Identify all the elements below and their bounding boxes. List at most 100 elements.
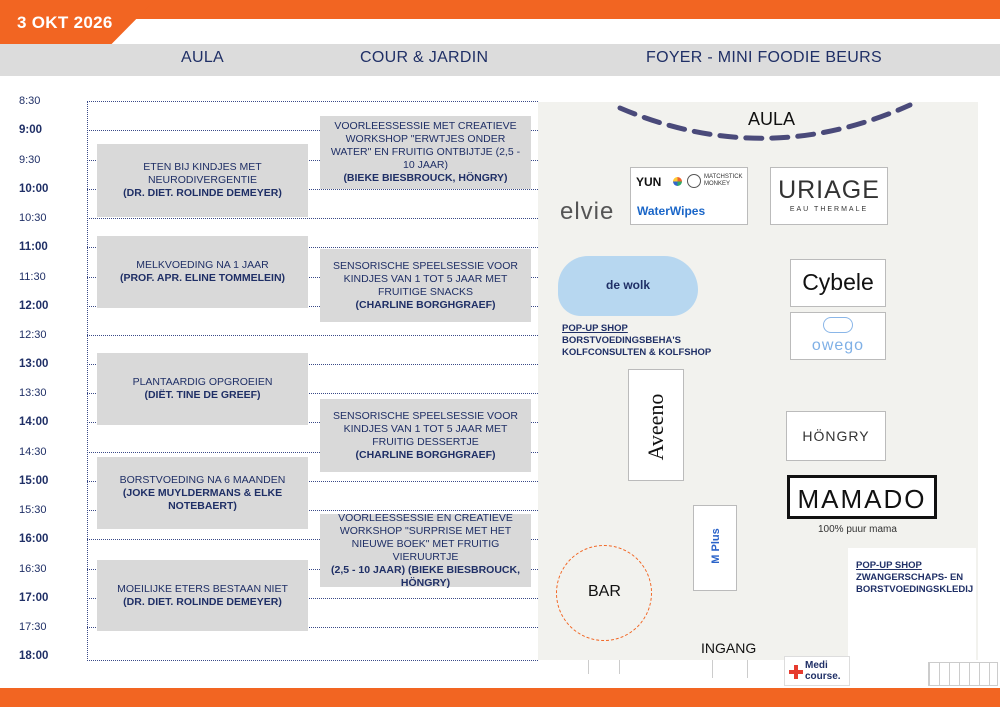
session-card-aula[interactable]: ETEN BIJ KINDJES MET NEURODIVERGENTIE (D… bbox=[97, 144, 308, 217]
session-title: PLANTAARDIG OPGROEIEN bbox=[132, 376, 273, 388]
session-card-aula[interactable]: MELKVOEDING NA 1 JAAR (PROF. APR. ELINE … bbox=[97, 236, 308, 308]
session-title: MELKVOEDING NA 1 JAAR bbox=[136, 259, 269, 271]
time-label: 10:00 bbox=[19, 183, 49, 195]
time-label: 18:00 bbox=[19, 650, 49, 662]
grid-line bbox=[87, 393, 538, 394]
time-label: 16:30 bbox=[19, 563, 47, 575]
grid-line bbox=[87, 364, 538, 365]
session-speaker: (PROF. APR. ELINE TOMMELEIN) bbox=[119, 272, 286, 284]
bottom-accent-bar bbox=[0, 688, 1000, 707]
plus-icon bbox=[789, 665, 803, 679]
session-speaker: (JOKE MUYLDERMANS & ELKE NOTEBAERT) bbox=[122, 486, 283, 512]
grid-line bbox=[87, 627, 538, 628]
popup-shop-kledij: POP-UP SHOP ZWANGERSCHAPS- EN BORSTVOEDI… bbox=[856, 560, 973, 596]
grid-line bbox=[87, 101, 538, 102]
time-label: 9:30 bbox=[19, 154, 41, 166]
session-speaker: (DR. DIET. ROLINDE DEMEYER) bbox=[123, 187, 282, 199]
time-label: 13:30 bbox=[19, 387, 47, 399]
time-label: 17:30 bbox=[19, 621, 47, 633]
stand-aveeno[interactable]: Aveeno bbox=[628, 369, 684, 481]
cloud-icon bbox=[823, 317, 853, 333]
stand-mamado[interactable]: MAMADO bbox=[787, 475, 937, 519]
session-title: ETEN BIJ KINDJES MET NEURODIVERGENTIE bbox=[143, 161, 262, 186]
aula-arc-marker bbox=[617, 102, 913, 141]
brand-cybele: Cybele bbox=[802, 269, 874, 295]
column-foyer: FOYER - MINI FOODIE BEURS bbox=[646, 49, 882, 66]
brand-matchstick-monkey: MATCHSTICK MONKEY bbox=[704, 174, 743, 187]
time-label: 11:30 bbox=[19, 271, 46, 283]
session-speaker: (DIËT. TINE DE GREEF) bbox=[144, 389, 261, 401]
brand-mamado: MAMADO bbox=[797, 484, 927, 514]
time-label: 16:00 bbox=[19, 533, 49, 545]
brand-mamado-tagline: 100% puur mama bbox=[818, 524, 897, 535]
time-label: 13:00 bbox=[19, 358, 49, 370]
session-card-aula[interactable]: BORSTVOEDING NA 6 MAANDEN (JOKE MUYLDERM… bbox=[97, 457, 308, 529]
grid-line bbox=[87, 598, 538, 599]
session-speaker: (CHARLINE BORGHGRAEF) bbox=[355, 448, 496, 461]
session-title: MOEILIJKE ETERS BESTAAN NIET bbox=[117, 582, 288, 595]
brand-elvie: elvie bbox=[560, 198, 615, 225]
popup-line: KOLFCONSULTEN & KOLFSHOP bbox=[562, 347, 712, 358]
session-title: SENSORISCHE SPEELSESSIE VOOR KINDJES VAN… bbox=[333, 409, 518, 448]
time-label: 9:00 bbox=[19, 124, 43, 136]
popup-line: BORSTVOEDINGSBEHA'S bbox=[562, 335, 681, 346]
brand-uriage-subtitle: EAU THERMALE bbox=[789, 206, 869, 213]
stand-m-plus[interactable]: M Plus bbox=[693, 505, 737, 591]
session-speaker: (CHARLINE BORGHGRAEF) bbox=[355, 298, 496, 311]
grid-line bbox=[87, 189, 538, 190]
grid-line bbox=[87, 218, 538, 219]
brand-hongry: HÖNGRY bbox=[802, 428, 870, 444]
time-label: 8:30 bbox=[19, 95, 41, 107]
stand-uriage[interactable]: URIAGE EAU THERMALE bbox=[770, 167, 888, 225]
stand-owego[interactable]: owego bbox=[790, 312, 886, 360]
grid-line bbox=[87, 510, 538, 511]
grid-line bbox=[87, 160, 538, 161]
time-label: 15:00 bbox=[19, 475, 49, 487]
grid-line bbox=[87, 660, 538, 661]
door-mark bbox=[588, 660, 620, 674]
time-label: 15:30 bbox=[19, 504, 47, 516]
column-aula: AULA bbox=[181, 49, 224, 66]
grid-line bbox=[87, 452, 538, 453]
session-speaker: (BIEKE BIESBROUCK, HÖNGRY) bbox=[343, 172, 508, 184]
session-card-cour[interactable]: VOORLEESSESSIE MET CREATIEVE WORKSHOP "E… bbox=[320, 116, 531, 189]
bar-area bbox=[556, 545, 652, 641]
stand-yun-waterwipes[interactable]: YUN MATCHSTICK MONKEY WaterWipes bbox=[630, 167, 748, 225]
session-speaker: (2,5 - 10 JAAR) (BIEKE BIESBROUCK, HÖNGR… bbox=[330, 563, 521, 589]
column-header-bar bbox=[0, 44, 1000, 76]
grid-line bbox=[87, 422, 538, 423]
grid-line bbox=[87, 335, 538, 336]
stand-cybele[interactable]: Cybele bbox=[790, 259, 886, 307]
brand-uriage: URIAGE bbox=[778, 176, 880, 204]
time-label: 17:00 bbox=[19, 592, 49, 604]
door-mark bbox=[712, 660, 748, 678]
grid-line bbox=[87, 130, 538, 131]
grid-line bbox=[87, 247, 538, 248]
popup-shop-area bbox=[848, 548, 976, 660]
session-card-cour[interactable]: VOORLEESSESSIE EN CREATIEVE WORKSHOP "SU… bbox=[320, 512, 531, 589]
popup-shop-kolf: POP-UP SHOP BORSTVOEDINGSBEHA'S KOLFCONS… bbox=[562, 323, 711, 359]
event-date: 3 OKT 2026 bbox=[17, 13, 113, 32]
time-label: 12:00 bbox=[19, 300, 49, 312]
session-card-aula[interactable]: MOEILIJKE ETERS BESTAAN NIET (DR. DIET. … bbox=[97, 560, 308, 631]
session-card-cour[interactable]: SENSORISCHE SPEELSESSIE VOOR KINDJES VAN… bbox=[320, 249, 531, 322]
grid-line bbox=[87, 306, 538, 307]
popup-line: ZWANGERSCHAPS- EN bbox=[856, 572, 964, 583]
session-title: SENSORISCHE SPEELSESSIE VOOR KINDJES VAN… bbox=[333, 259, 518, 298]
brand-waterwipes: WaterWipes bbox=[637, 204, 706, 218]
brand-owego: owego bbox=[811, 337, 865, 354]
session-card-cour[interactable]: SENSORISCHE SPEELSESSIE VOOR KINDJES VAN… bbox=[320, 399, 531, 472]
monkey-icon bbox=[687, 174, 701, 188]
map-entrance-label: INGANG bbox=[701, 640, 757, 656]
time-label: 14:00 bbox=[19, 416, 49, 428]
time-label: 11:00 bbox=[19, 241, 48, 253]
time-label: 12:30 bbox=[19, 329, 47, 341]
grid-vertical-line bbox=[87, 101, 88, 661]
session-card-aula[interactable]: PLANTAARDIG OPGROEIEN (DIËT. TINE DE GRE… bbox=[97, 353, 308, 425]
stand-hongry[interactable]: HÖNGRY bbox=[786, 411, 886, 461]
stand-de-wolk[interactable]: de wolk bbox=[558, 256, 698, 316]
grid-line bbox=[87, 481, 538, 482]
stand-medicourse[interactable]: Medi course. bbox=[784, 656, 850, 686]
session-title: BORSTVOEDING NA 6 MAANDEN bbox=[119, 473, 286, 486]
session-title: VOORLEESSESSIE MET CREATIEVE WORKSHOP "E… bbox=[330, 120, 521, 171]
